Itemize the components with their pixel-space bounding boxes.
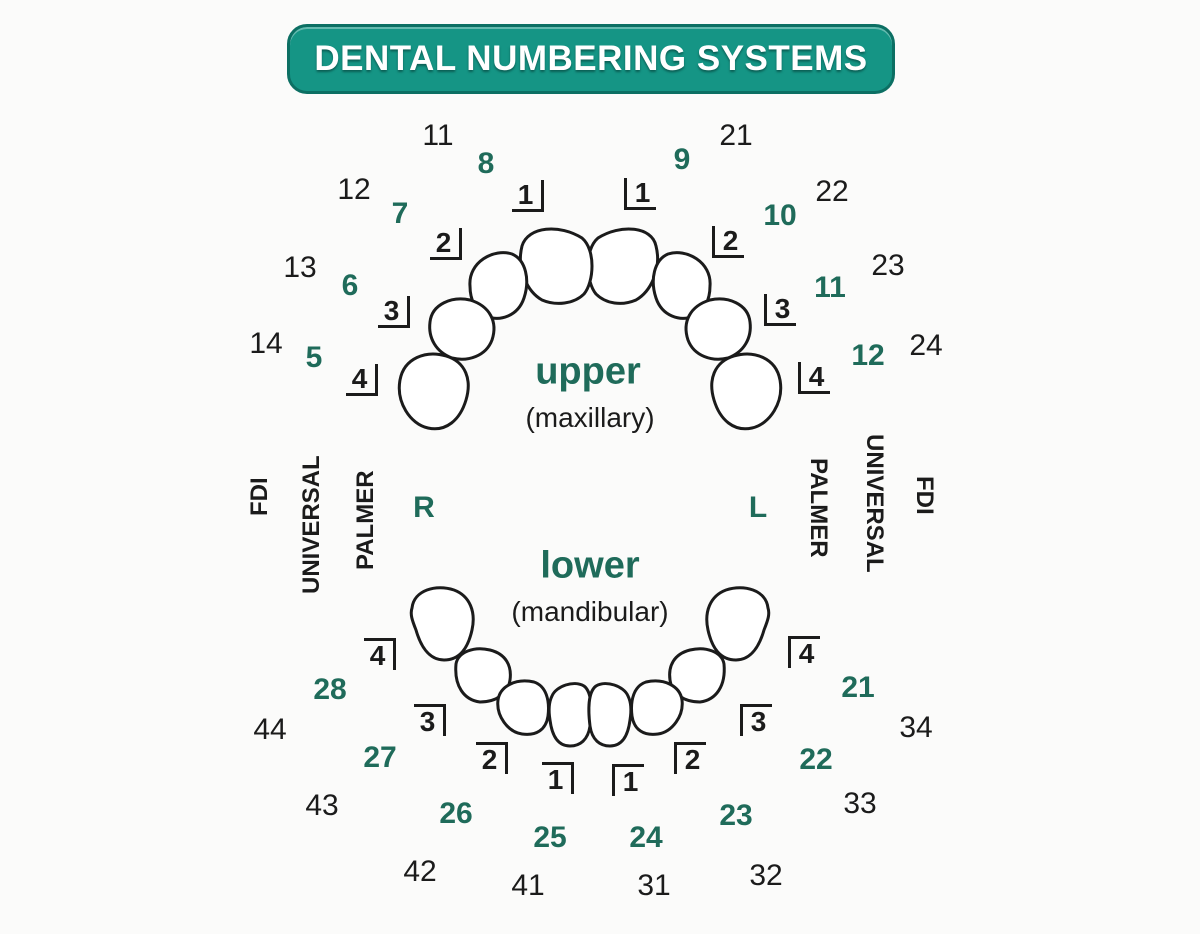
page-title: DENTAL NUMBERING SYSTEMS: [314, 39, 868, 78]
lower-label: lower: [540, 544, 640, 587]
palmer-ur-4: 4: [346, 364, 378, 396]
upper-left-premolar: [710, 352, 783, 431]
fdi-13: 13: [283, 251, 317, 284]
universal-5: 5: [305, 341, 323, 374]
fdi-21: 21: [719, 119, 753, 152]
lower-left-lateral-incisor: [630, 679, 684, 736]
universal-26: 26: [439, 797, 473, 830]
lower-right-lateral-incisor: [496, 679, 550, 736]
left-side-label: L: [748, 491, 768, 524]
title-banner: DENTAL NUMBERING SYSTEMS: [287, 24, 895, 94]
lower-right-central-incisor: [547, 682, 593, 748]
palmer-ul-3: 3: [764, 294, 796, 326]
fdi-42: 42: [403, 855, 437, 888]
palmer-ul-4: 4: [798, 362, 830, 394]
fdi-23: 23: [871, 249, 905, 282]
palmer-ul-2: 2: [712, 226, 744, 258]
universal-22: 22: [799, 743, 833, 776]
universal-label-right: UNIVERSAL: [861, 434, 888, 573]
upper-right-canine: [428, 297, 496, 361]
palmer-ll-2: 2: [674, 742, 706, 775]
palmer-lr-3: 3: [414, 704, 446, 737]
upper-sublabel: (maxillary): [525, 402, 655, 433]
universal-11: 11: [814, 271, 846, 304]
lower-right-premolar: [409, 586, 475, 662]
fdi-41: 41: [511, 869, 545, 902]
universal-12: 12: [851, 339, 885, 372]
fdi-label-right: FDI: [911, 476, 938, 515]
lower-sublabel: (mandibular): [511, 596, 669, 627]
fdi-32: 32: [749, 859, 783, 892]
universal-7: 7: [391, 197, 409, 230]
palmer-ur-2: 2: [430, 228, 462, 260]
palmer-lr-2: 2: [476, 742, 508, 775]
palmer-ur-1: 1: [512, 180, 544, 212]
fdi-24: 24: [909, 329, 943, 362]
upper-label: upper: [535, 350, 641, 393]
universal-27: 27: [363, 741, 397, 774]
palmer-ll-3: 3: [740, 704, 772, 737]
upper-left-canine: [684, 297, 752, 361]
palmer-ll-4: 4: [788, 636, 820, 669]
lower-left-central-incisor: [587, 682, 633, 748]
upper-left-central-incisor: [586, 227, 660, 305]
universal-6: 6: [341, 269, 359, 302]
upper-right-premolar: [397, 352, 470, 431]
palmer-label-right: PALMER: [805, 458, 832, 558]
upper-right-central-incisor: [518, 227, 594, 305]
universal-21: 21: [841, 671, 875, 704]
universal-25: 25: [533, 821, 567, 854]
universal-8: 8: [477, 147, 495, 180]
fdi-14: 14: [249, 327, 283, 360]
universal-9: 9: [673, 143, 691, 176]
universal-24: 24: [629, 821, 663, 854]
universal-10: 10: [763, 199, 797, 232]
fdi-43: 43: [305, 789, 339, 822]
fdi-31: 31: [637, 869, 671, 902]
universal-28: 28: [313, 673, 347, 706]
palmer-lr-4: 4: [364, 638, 396, 671]
fdi-12: 12: [337, 173, 371, 206]
palmer-ur-3: 3: [378, 296, 410, 328]
fdi-22: 22: [815, 175, 849, 208]
right-side-label: R: [413, 491, 435, 524]
lower-right-canine: [454, 647, 512, 704]
lower-left-canine: [668, 647, 726, 704]
universal-23: 23: [719, 799, 753, 832]
universal-label-left: UNIVERSAL: [298, 455, 325, 594]
fdi-label-left: FDI: [246, 477, 273, 516]
lower-left-premolar: [705, 586, 771, 662]
palmer-ul-1: 1: [624, 178, 656, 210]
fdi-11: 11: [422, 119, 454, 152]
fdi-33: 33: [843, 787, 877, 820]
fdi-34: 34: [899, 711, 933, 744]
palmer-lr-1: 1: [542, 762, 574, 795]
fdi-44: 44: [253, 713, 287, 746]
palmer-ll-1: 1: [612, 764, 644, 797]
palmer-label-left: PALMER: [352, 470, 379, 570]
